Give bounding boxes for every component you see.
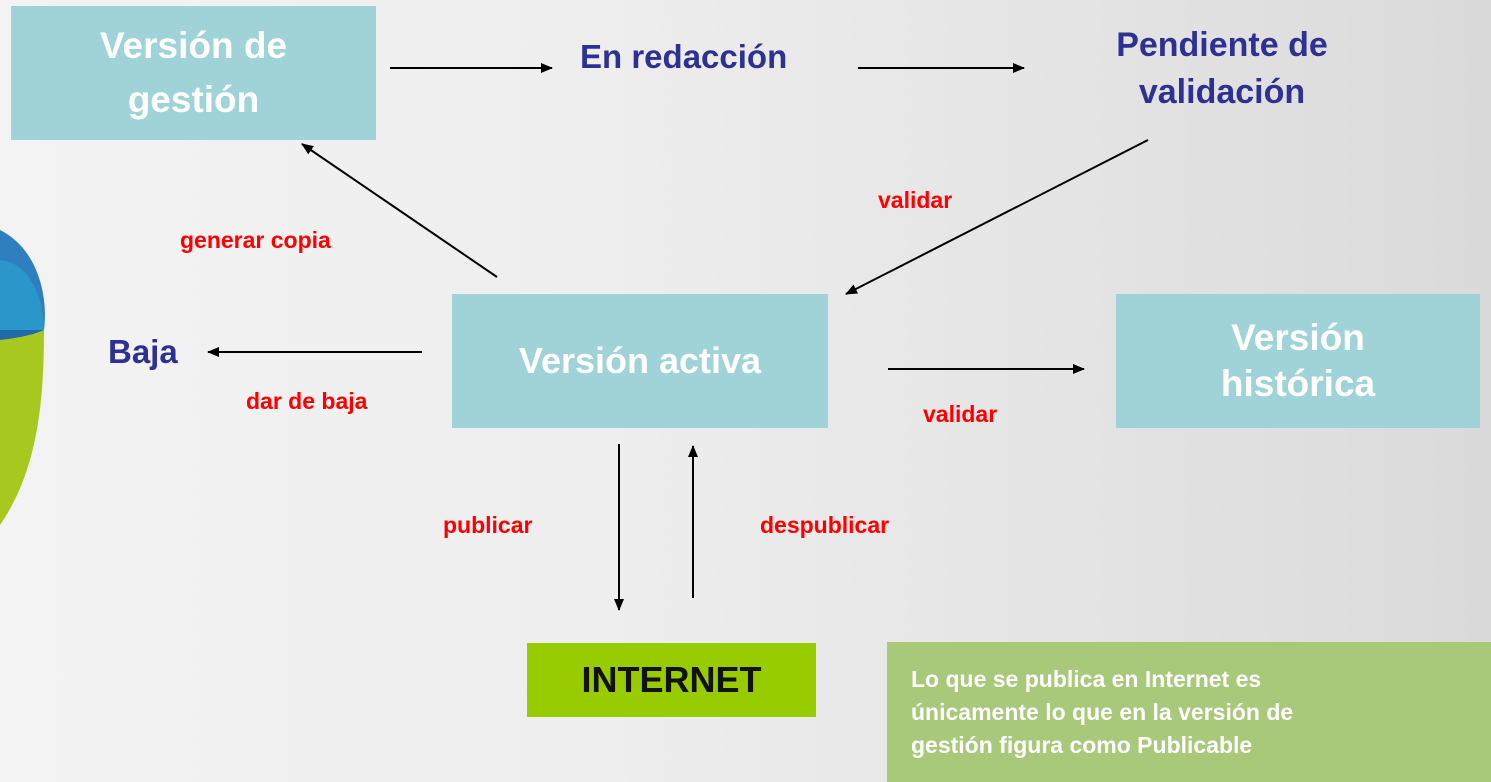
- action-generar-copia: generar copia: [180, 227, 331, 253]
- internet-label: INTERNET: [581, 659, 762, 700]
- note-line2: únicamente lo que en la versión de: [911, 699, 1294, 725]
- note-line3: gestión figura como Publicable: [911, 732, 1253, 758]
- logo-fragment-graphic: [0, 230, 45, 525]
- arrow-activa-to-gestion: [301, 143, 498, 278]
- version-historica-box: Versión histórica: [1116, 294, 1480, 428]
- publication-note-box: Lo que se publica en Internet es únicame…: [887, 642, 1491, 782]
- version-gestion-box: Versión de gestión: [11, 6, 376, 140]
- version-historica-line2: histórica: [1220, 363, 1376, 404]
- action-validar-historica: validar: [923, 401, 998, 427]
- version-historica-line1: Versión: [1231, 317, 1365, 358]
- state-en-redaccion: En redacción: [580, 38, 788, 75]
- action-publicar: publicar: [443, 512, 533, 538]
- action-validar-pendiente: validar: [878, 187, 953, 213]
- internet-box: INTERNET: [527, 643, 816, 717]
- pendiente-line2: validación: [1138, 73, 1306, 111]
- action-dar-de-baja: dar de baja: [246, 388, 368, 414]
- pendiente-line1: Pendiente de: [1116, 26, 1328, 64]
- action-despublicar: despublicar: [760, 512, 890, 538]
- note-line1: Lo que se publica en Internet es: [911, 666, 1262, 692]
- version-activa-box: Versión activa: [452, 294, 828, 428]
- state-baja: Baja: [108, 333, 178, 370]
- state-pendiente-validacion: Pendiente de validación: [1072, 22, 1372, 116]
- arrow-pendiente-to-activa: [845, 139, 1149, 295]
- version-activa-label: Versión activa: [518, 340, 762, 381]
- version-gestion-line1: Versión de: [99, 25, 288, 66]
- version-gestion-line2: gestión: [127, 79, 260, 120]
